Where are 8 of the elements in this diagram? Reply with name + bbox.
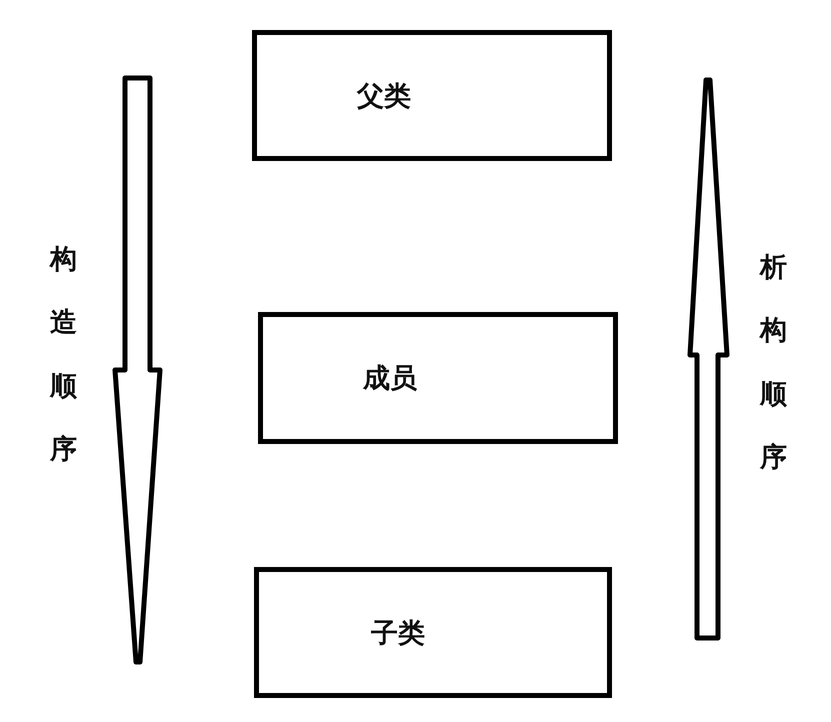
- class-box: [254, 567, 612, 698]
- box-label: 成员: [363, 362, 417, 396]
- class-box: [252, 30, 612, 161]
- vertical-label: 构造顺序: [50, 243, 77, 468]
- vertical-label: 析构顺序: [760, 251, 787, 476]
- box-label: 子类: [371, 616, 425, 650]
- class-box: [258, 312, 618, 444]
- box-label: 父类: [357, 80, 411, 114]
